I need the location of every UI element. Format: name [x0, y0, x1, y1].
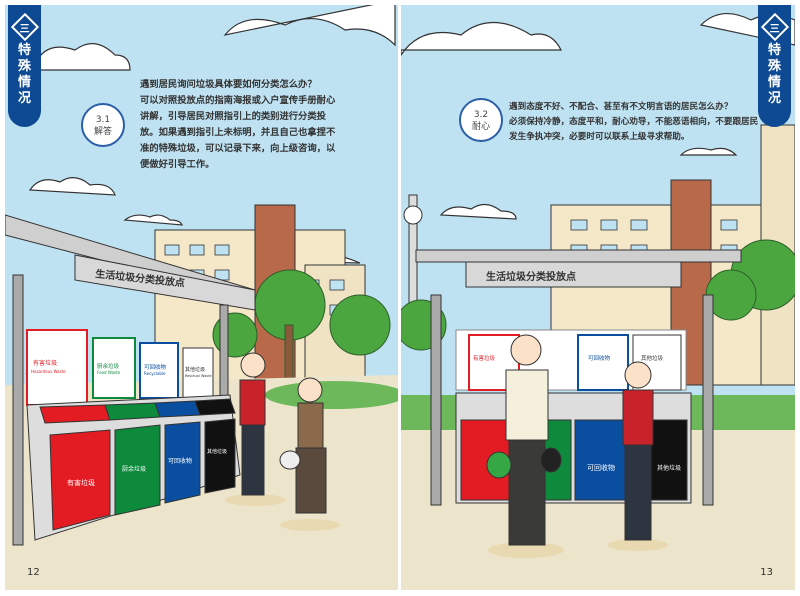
cloud — [28, 177, 116, 196]
station-sign: 生活垃圾分类投放点 — [486, 270, 576, 283]
volunteer-figure — [225, 352, 285, 506]
left-illustration: 生活垃圾分类投放点 有害垃圾 Hazardous Waste 厨余垃圾 Food… — [5, 5, 398, 590]
cloud — [439, 203, 517, 220]
right-page: 生活垃圾分类投放点 有害垃圾 可回收物 其他垃圾 可回收物 其他垃圾 三 特殊情… — [401, 5, 795, 590]
section-icon-label: 三 — [769, 23, 780, 35]
cloud — [223, 5, 396, 47]
poster-label-en: Residual Waste — [185, 374, 212, 378]
poster-label-en: Hazardous Waste — [31, 369, 66, 374]
badge-3-2: 3.2 耐心 — [459, 98, 503, 142]
section-title: 特殊情况 — [17, 43, 31, 106]
resident-figure — [279, 377, 340, 531]
cloud — [123, 214, 183, 226]
page-number: 13 — [760, 567, 773, 578]
poster-label: 其他垃圾 — [641, 354, 664, 362]
poster-label-en: Food Waste — [97, 370, 121, 375]
cloud — [401, 22, 562, 57]
badge-3-1: 3.1 解答 — [81, 103, 125, 147]
section-icon: 三 — [760, 12, 789, 42]
bin-label: 其他垃圾 — [657, 464, 681, 472]
poster-label: 有害垃圾 — [473, 354, 496, 362]
section-icon-label: 三 — [19, 23, 30, 35]
volunteer-figure — [608, 361, 668, 551]
answer: 必须保持冷静，态度平和，耐心劝导，不能恶语相向，不要跟居民发生争执冲突，必要时可… — [509, 117, 759, 142]
bin-label: 其他垃圾 — [207, 448, 227, 455]
badge-number: 3.1 — [95, 115, 111, 125]
section-tab: 三 特殊情况 — [758, 5, 791, 127]
badge-label: 耐心 — [471, 122, 490, 132]
bin-label: 可回收物 — [587, 463, 615, 472]
qa-block: 遇到态度不好、不配合、甚至有不文明言语的居民怎么办？ 必须保持冷静，态度平和，耐… — [509, 100, 759, 145]
qa-block: 遇到居民询问垃圾具体要如何分类怎么办？ 可以对照投放点的指南海报或入户宣传手册耐… — [140, 77, 340, 173]
collection-station: 生活垃圾分类投放点 有害垃圾 Hazardous Waste 厨余垃圾 Food… — [5, 214, 256, 546]
bin-label: 可回收物 — [168, 457, 192, 465]
question: 遇到居民询问垃圾具体要如何分类怎么办？ — [140, 79, 317, 90]
question: 遇到态度不好、不配合、甚至有不文明言语的居民怎么办？ — [509, 102, 733, 112]
poster-label: 其他垃圾 — [185, 366, 205, 373]
poster-label: 厨余垃圾 — [97, 362, 120, 370]
answer: 可以对照投放点的指南海报或入户宣传手册耐心讲解，引导居民对照指引上的类别进行分类… — [140, 95, 336, 170]
badge-label: 解答 — [93, 127, 112, 137]
badge-number: 3.2 — [473, 110, 489, 120]
section-tab: 三 特殊情况 — [8, 5, 41, 127]
poster-label: 可回收物 — [588, 354, 611, 362]
bin-label: 厨余垃圾 — [122, 465, 146, 473]
cloud — [28, 43, 131, 71]
cloud — [679, 147, 738, 156]
section-icon: 三 — [10, 12, 39, 42]
resident-man-figure — [486, 334, 564, 558]
poster-label: 可回收物 — [144, 363, 167, 371]
bin-label: 有害垃圾 — [67, 478, 95, 487]
page-number: 12 — [27, 567, 40, 578]
poster-label: 有害垃圾 — [33, 359, 57, 367]
poster-label-en: Recyclable — [144, 371, 166, 376]
section-title: 特殊情况 — [767, 43, 781, 106]
right-illustration: 生活垃圾分类投放点 有害垃圾 可回收物 其他垃圾 可回收物 其他垃圾 — [401, 13, 795, 590]
left-page: 生活垃圾分类投放点 有害垃圾 Hazardous Waste 厨余垃圾 Food… — [5, 5, 398, 590]
